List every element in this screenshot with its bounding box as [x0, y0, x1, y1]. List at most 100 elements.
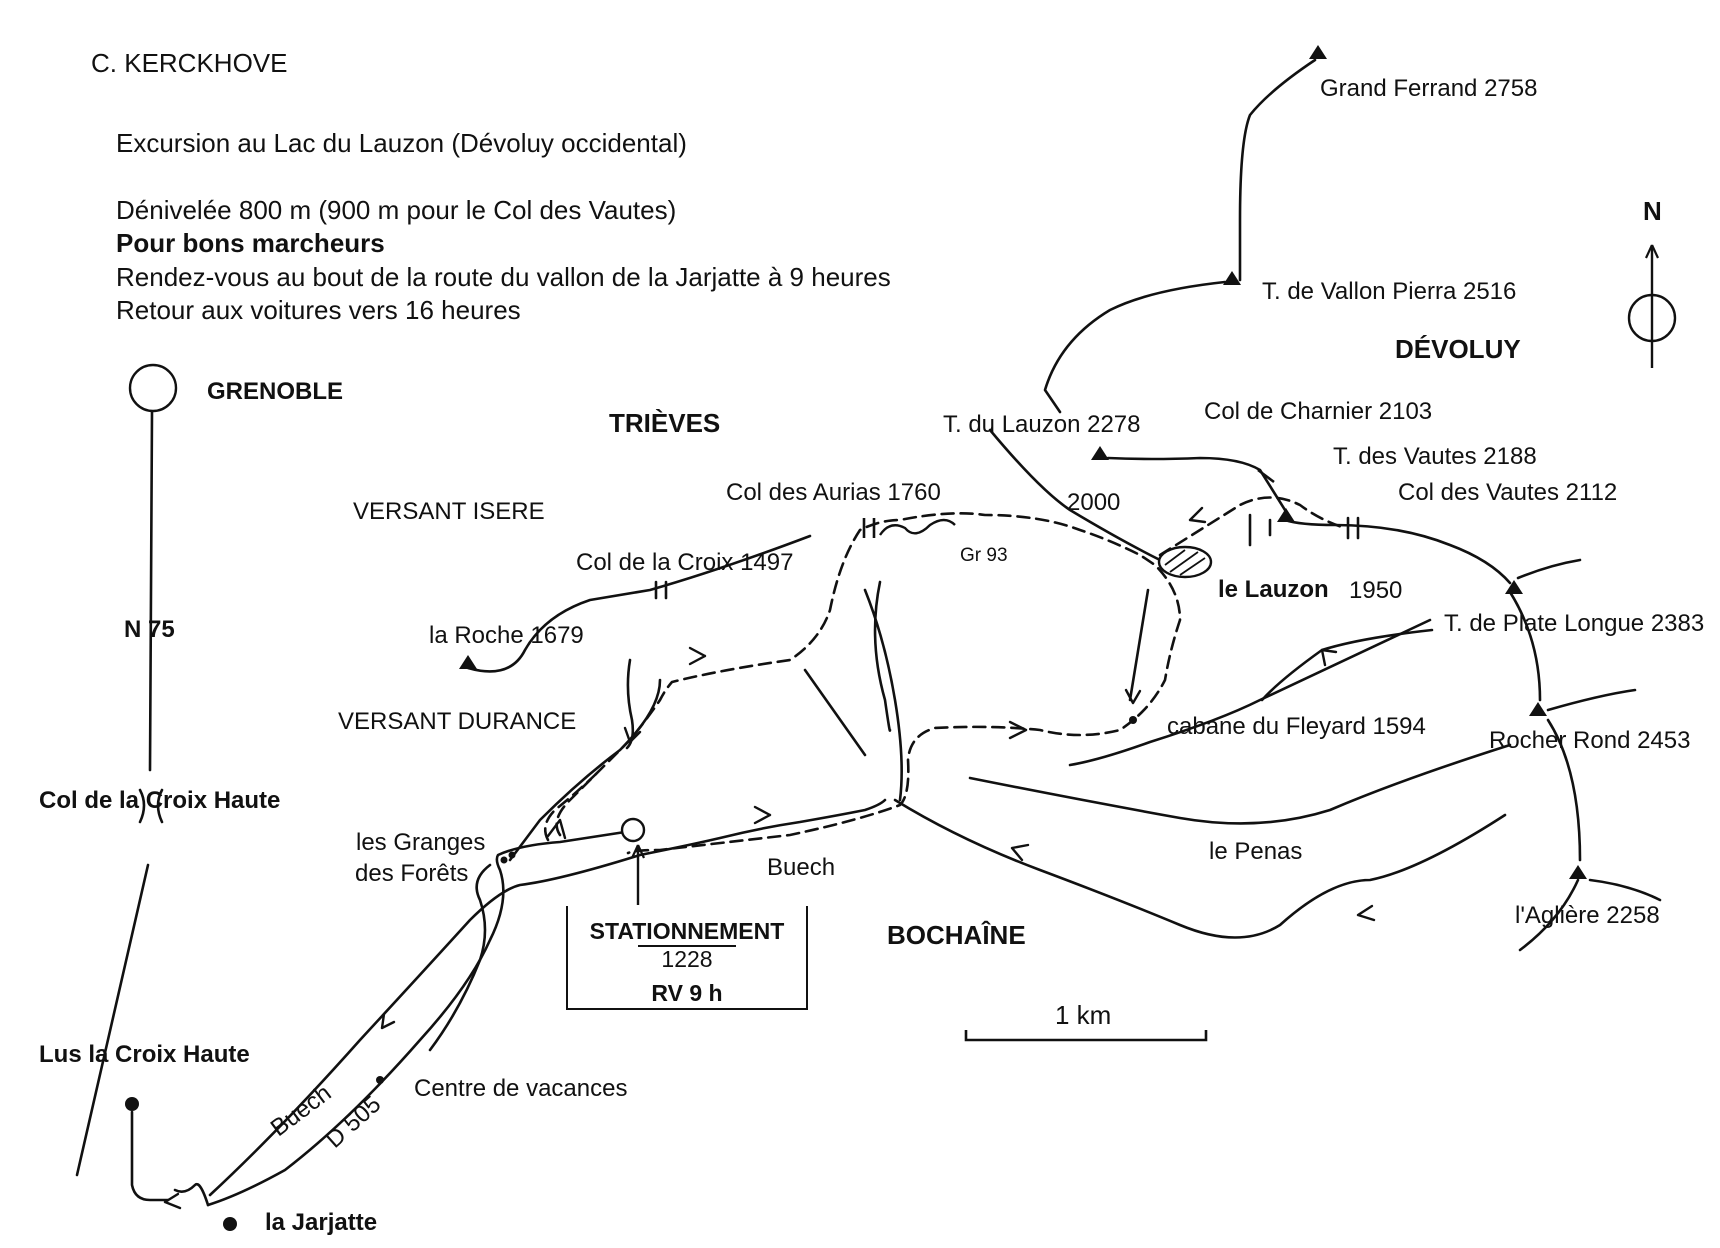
lauzon-name-label: le Lauzon — [1218, 576, 1329, 603]
ridge-rocher-rond — [1508, 590, 1542, 702]
col-charnier-label: Col de Charnier 2103 — [1204, 398, 1433, 425]
versant-isere: VERSANT ISERE — [353, 498, 545, 525]
retour: Retour aux voitures vers 16 heures — [116, 295, 521, 325]
arrow-11 — [163, 1192, 182, 1210]
versant-durance: VERSANT DURANCE — [338, 708, 577, 735]
difficulty: Pour bons marcheurs — [116, 228, 385, 258]
col-croix-label: Col de la Croix 1497 — [576, 549, 794, 576]
ridge-vautes — [1283, 518, 1512, 585]
arrow-3 — [753, 805, 772, 825]
ridge-agliere-south — [1518, 878, 1580, 952]
buech-river — [208, 798, 887, 1197]
summit-t-vautes — [1277, 508, 1295, 522]
col-croix-haute-pass-left — [138, 788, 146, 824]
arrow-5 — [380, 1012, 396, 1030]
arrow-7 — [1356, 904, 1376, 922]
summit-vallon-pierra — [1223, 271, 1241, 285]
t-lauzon-label: T. du Lauzon 2278 — [943, 411, 1141, 438]
scale-label: 1 km — [1055, 1000, 1112, 1030]
col-croix-pass — [654, 580, 668, 600]
gr93-label: Gr 93 — [960, 545, 1008, 566]
granges-label-2: des Forêts — [355, 860, 469, 887]
valley-line-3 — [863, 588, 903, 802]
parking-box: STATIONNEMENT 1228 RV 9 h — [566, 906, 808, 1010]
granges-label-1: les Granges — [356, 829, 486, 856]
buech-label-upper: Buech — [767, 854, 836, 881]
region-bochaine: BOCHAÎNE — [887, 920, 1026, 950]
trail-la-roche — [466, 534, 812, 673]
route-return — [543, 768, 602, 842]
grenoble-label: GRENOBLE — [207, 378, 344, 405]
agliere-label: l'Aglière 2258 — [1515, 902, 1660, 929]
ridge-vallon-pierra — [1043, 280, 1227, 414]
col-croix-haute-label: Col de la Croix Haute — [39, 787, 281, 814]
ridge-agliere — [1546, 718, 1582, 862]
ridge-lauzon-vautes — [1106, 456, 1287, 512]
road-jarjatte-loop — [173, 1182, 210, 1207]
denivelee: Dénivelée 800 m (900 m pour le Col des V… — [116, 195, 677, 225]
vallon-pierra-label: T. de Vallon Pierra 2516 — [1262, 278, 1517, 305]
trail-penas-return — [893, 798, 1507, 939]
cabane-label: cabane du Fleyard 1594 — [1167, 713, 1426, 740]
valley-line-2 — [873, 580, 892, 732]
n75-label: N 75 — [124, 616, 175, 643]
penas-label: le Penas — [1209, 838, 1303, 865]
region-devoluy: DÉVOLUY — [1395, 334, 1521, 364]
summit-rocher-rond — [1529, 702, 1547, 716]
trail-plate-longue — [1260, 628, 1434, 702]
ridge-agliere-east — [1588, 878, 1662, 902]
lus-label: Lus la Croix Haute — [39, 1041, 250, 1068]
col-vautes-label: Col des Vautes 2112 — [1398, 479, 1618, 506]
arrow-2 — [1008, 720, 1028, 740]
parking-marker — [620, 817, 646, 843]
arrow-9 — [1124, 688, 1142, 705]
north-label: N — [1643, 196, 1662, 226]
trail-access-left — [428, 863, 492, 1052]
arrow-8 — [1320, 648, 1338, 667]
excursion-title: Excursion au Lac du Lauzon (Dévoluy occi… — [116, 128, 687, 158]
arrow-12 — [546, 818, 567, 840]
arrow-4 — [623, 726, 642, 744]
summit-grand-ferrand — [1309, 45, 1327, 59]
region-trieves: TRIÈVES — [609, 408, 721, 438]
gr93-path — [879, 518, 956, 536]
parking-rv: RV 9 h — [651, 980, 723, 1006]
parking-title: STATIONNEMENT — [589, 918, 785, 944]
scale-bar — [964, 1030, 1208, 1042]
jarjatte-marker — [223, 1217, 237, 1231]
ridge-plate-longue-east — [1516, 558, 1582, 580]
valley-line-1 — [803, 668, 867, 757]
road-n75-south — [75, 863, 150, 1177]
grand-ferrand-label: Grand Ferrand 2758 — [1320, 75, 1538, 102]
parking-rule — [638, 945, 736, 947]
road-lus-jarjatte — [130, 1110, 170, 1202]
trail-penas-top — [1068, 618, 1432, 767]
arrow-10 — [1188, 506, 1207, 524]
jarjatte-label: la Jarjatte — [265, 1209, 378, 1236]
col-croix-haute-pass-right — [156, 788, 164, 824]
la-roche-label: la Roche 1679 — [429, 622, 584, 649]
centre-vacances-marker — [376, 1076, 384, 1084]
trail-cabane — [1128, 588, 1150, 702]
summit-la-roche — [459, 655, 477, 669]
altitude-2000-label: 2000 — [1067, 489, 1121, 516]
t-vautes-label: T. des Vautes 2188 — [1333, 443, 1537, 470]
lake-hatching — [1164, 549, 1206, 576]
route-main — [555, 512, 1182, 855]
plate-longue-label: T. de Plate Longue 2383 — [1444, 610, 1705, 637]
parking-pointer-head — [631, 844, 645, 859]
road-n75 — [148, 410, 154, 772]
rocher-rond-label: Rocher Rond 2453 — [1489, 727, 1691, 754]
arrow-1 — [688, 646, 707, 666]
cabane-marker — [1129, 716, 1137, 724]
centre-vacances-label: Centre de vacances — [414, 1075, 628, 1102]
rendezvous: Rendez-vous au bout de la route du vallo… — [116, 262, 891, 292]
lauzon-altitude-label: 1950 — [1349, 577, 1403, 604]
col-charnier-pass — [1257, 468, 1275, 484]
summit-agliere — [1569, 865, 1587, 879]
ridge-grand-ferrand — [1238, 58, 1317, 282]
trail-penas — [968, 743, 1512, 825]
col-vautes-pass — [1346, 516, 1360, 540]
summit-plate-longue — [1505, 580, 1523, 594]
